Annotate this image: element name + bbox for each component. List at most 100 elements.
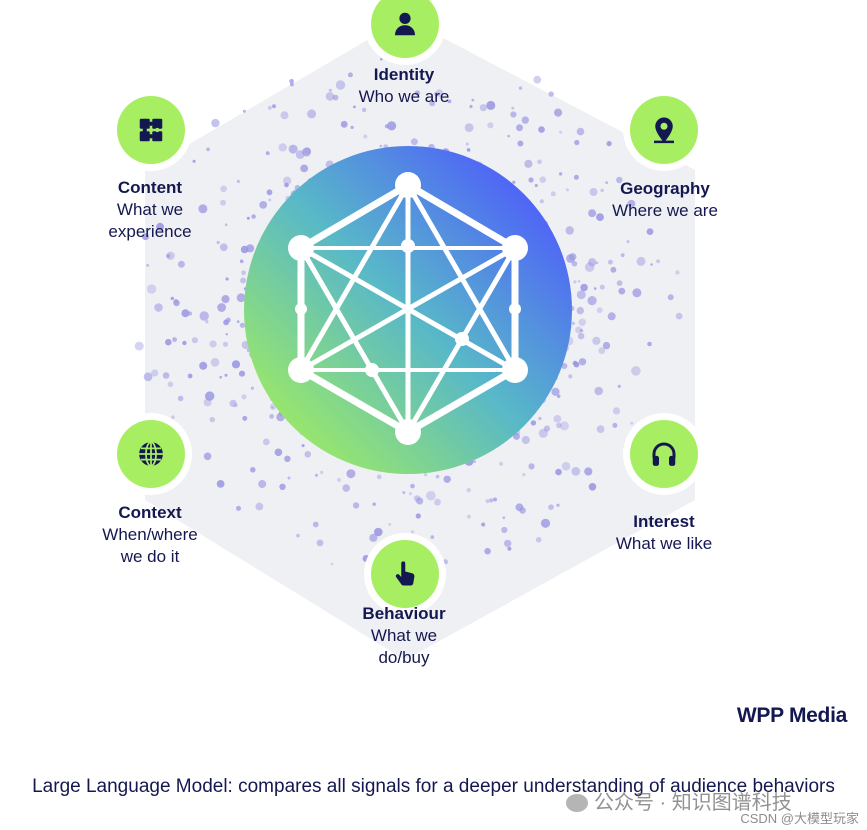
signal-dot [330,562,334,566]
signal-dot [636,256,646,266]
signal-dot [599,284,605,290]
signal-dot [156,222,165,231]
signal-dot [605,181,608,185]
signal-dot [251,214,256,219]
signal-dot [465,142,469,146]
signal-dot [433,91,439,97]
signal-dot [553,415,562,423]
signal-dot [146,263,150,267]
signal-dot [550,191,556,197]
signal-dot [289,78,294,84]
signal-dot [471,98,475,102]
signal-dot [388,523,392,526]
signal-dot [522,473,526,477]
signal-dot [199,311,209,321]
signal-dot [579,328,584,333]
signal-dot [656,259,661,264]
signal-dot [594,386,603,396]
signal-dot [510,111,517,118]
signal-dot [154,303,163,312]
signal-dot [537,159,542,164]
signal-dot [612,422,618,428]
geography-subtitle: Where we are [612,201,718,220]
signal-dot [278,143,287,152]
signal-dot [587,296,597,306]
signal-dot [512,180,516,184]
signal-dot [199,361,208,370]
signal-dot [328,88,332,92]
signal-dot [539,176,546,183]
geography-node [630,96,698,164]
signal-dot [426,490,436,501]
signal-dot [675,270,680,275]
signal-dot [554,108,563,117]
signal-dot [217,303,227,312]
signal-dot [224,223,228,226]
signal-dot [543,425,551,432]
signal-dot [250,467,256,473]
signal-dot [443,475,451,483]
signal-dot [307,109,317,119]
watermark-secondary: CSDN @大模型玩家 [740,811,859,826]
signal-dot [424,473,428,477]
signal-dot [486,100,496,110]
signal-dot [379,144,383,148]
signal-dot [259,201,268,209]
signal-dot [646,228,654,236]
signal-dot [221,295,230,304]
signal-dot [369,533,378,542]
signal-dot [410,138,418,146]
signal-dot [627,199,636,208]
content-subtitle: What we experience [108,200,192,241]
signal-dot [320,470,324,475]
signal-dot [516,124,523,132]
signal-dot [551,387,560,396]
signal-dot [466,148,471,152]
signal-dot [238,370,246,377]
pointer-hand-icon [395,561,415,586]
signal-dot [598,347,606,355]
signal-dot [434,498,441,506]
signal-dot [608,259,613,265]
signal-dot [269,414,274,419]
signal-dot [216,240,220,245]
signal-dot [561,363,568,369]
signal-dot [258,480,267,488]
signal-dot [296,533,300,538]
signal-dot [556,394,561,399]
signal-dot [416,497,424,505]
signal-dot [571,321,575,325]
signal-dot [284,182,289,188]
signal-dot [209,416,215,423]
signal-dot [528,463,535,470]
signal-dot [530,420,537,426]
signal-dot [414,90,420,96]
figure-caption: Large Language Model: compares all signa… [32,776,835,797]
signal-dot [489,498,494,503]
signal-dot [612,407,621,415]
signal-dot [268,198,272,202]
signal-dot [584,467,593,476]
context-subtitle: When/where we do it [102,525,198,566]
signal-dot [593,287,597,290]
brand-logo: WPP Media [736,704,847,727]
signal-dot [198,204,208,214]
signal-dot [466,514,471,519]
signal-dot [312,521,319,528]
signal-dot [316,539,324,547]
signal-dot [224,373,228,377]
signal-dot [262,438,270,446]
signal-dot [225,277,229,281]
signal-dot [573,280,577,284]
signal-dot [540,518,551,528]
signal-dot [588,258,597,267]
signal-dot [301,444,305,448]
signal-dot [206,147,210,152]
wechat-logo-icon [566,794,588,812]
behaviour-label: Behaviour What we do/buy [314,603,494,669]
signal-dot [507,134,511,138]
signal-dot [577,279,581,283]
signal-dot [576,290,586,300]
signal-dot [592,336,601,345]
